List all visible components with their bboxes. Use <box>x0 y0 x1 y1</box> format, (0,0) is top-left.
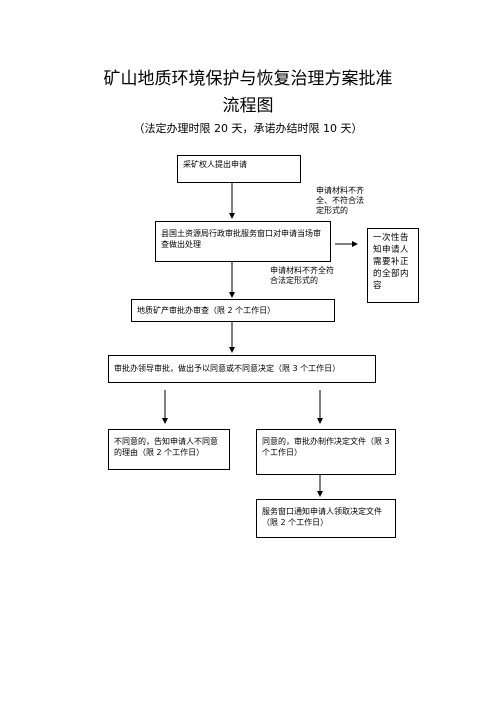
page-title-line2: 流程图 <box>222 96 274 116</box>
note-incomplete-top: 申请材料不齐全、不符合法定形式的 <box>316 186 364 215</box>
page-title-line1: 矿山地质环境保护与恢复治理方案批准 <box>103 69 393 89</box>
step-leader-approval: 审批办领导审批，做出予以同意或不同意决定（限 3 个工作日） <box>108 355 376 383</box>
page-subtitle: （法定办理时限 20 天，承诺办结时限 10 天） <box>133 122 363 135</box>
step-agree: 同意的，审批办制作决定文件（限 3 个工作日） <box>256 429 396 475</box>
step-review: 县国土资源局行政审批服务窗口对申请当场审查做出处理 <box>155 221 331 262</box>
step-disagree: 不同意的，告知申请人不同意的理由（限 2 个工作日） <box>108 429 230 470</box>
step-geo-review: 地质矿产审批办审查（限 2 个工作日） <box>131 299 335 322</box>
step-apply: 采矿权人提出申请 <box>177 155 301 183</box>
step-notify-supplement: 一次性告知申请人需要补正的全部内容 <box>367 228 419 303</box>
note-incomplete-mid: 申请材料不齐全符合法定形式的 <box>270 266 334 285</box>
step-collect: 服务窗口通知申请人领取决定文件（限 2 个工作日） <box>256 499 396 538</box>
